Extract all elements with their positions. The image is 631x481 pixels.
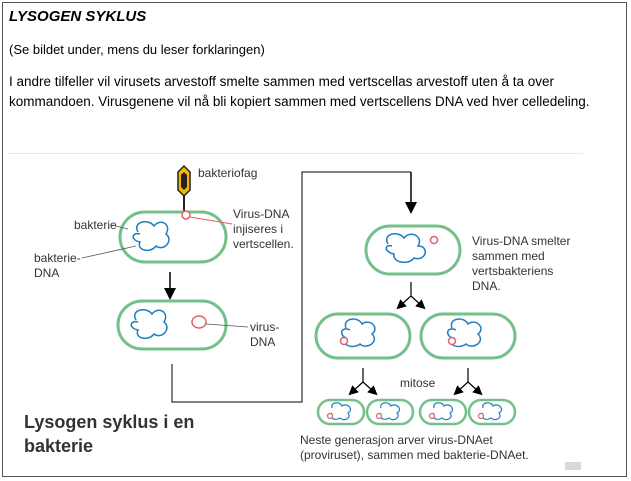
bacterium-cell-small-4 xyxy=(467,398,517,426)
label-merge-4: DNA. xyxy=(472,279,501,293)
bacteriophage-icon xyxy=(177,164,191,212)
page-title: LYSOGEN SYKLUS xyxy=(9,8,147,25)
bacterium-cell-small-1 xyxy=(316,398,366,426)
content-frame xyxy=(2,2,627,477)
label-virus-dna-injected-3: vertscellen. xyxy=(233,237,294,251)
label-virus-dna-injected-1: Virus-DNA xyxy=(233,207,289,221)
label-bacterial-dna-2: DNA xyxy=(34,266,59,280)
label-virus-dna-2: DNA xyxy=(250,335,275,349)
label-virus-dna-1: virus- xyxy=(250,320,279,334)
subtitle: (Se bildet under, mens du leser forklari… xyxy=(9,42,265,57)
label-mitosis: mitose xyxy=(400,376,436,390)
bacterium-cell-daughter-1 xyxy=(314,312,412,360)
bacterium-cell-small-2 xyxy=(365,398,415,426)
label-phage: bakteriofag xyxy=(198,166,257,180)
label-merge-3: vertsbakteriens xyxy=(472,264,553,278)
bacterium-cell-1 xyxy=(118,210,228,264)
expand-icon[interactable] xyxy=(565,462,581,470)
division-arrows-2 xyxy=(348,368,483,396)
diagram-caption: Lysogen syklus i en bakterie xyxy=(24,412,195,456)
bacterium-cell-daughter-2 xyxy=(419,312,517,360)
explanation-paragraph: I andre tilfeller vil virusets arvestoff… xyxy=(9,74,590,109)
label-bacterium: bakterie xyxy=(74,218,117,232)
bacterium-cell-small-3 xyxy=(418,398,468,426)
label-merge-1: Virus-DNA smelter xyxy=(472,234,570,248)
label-merge-2: sammen med xyxy=(472,249,545,263)
label-next-generation-1: Neste generasjon arver virus-DNAet xyxy=(300,433,493,447)
divider xyxy=(8,153,583,154)
label-next-generation-2: (proviruset), sammen med bakterie-DNAet. xyxy=(300,448,529,462)
bacterium-cell-2 xyxy=(116,299,228,351)
label-virus-dna-injected-2: injiseres i xyxy=(233,222,283,236)
label-bacterial-dna-1: bakterie- xyxy=(34,251,81,265)
bacterium-cell-merged xyxy=(364,224,462,276)
division-arrows-1 xyxy=(396,282,426,310)
